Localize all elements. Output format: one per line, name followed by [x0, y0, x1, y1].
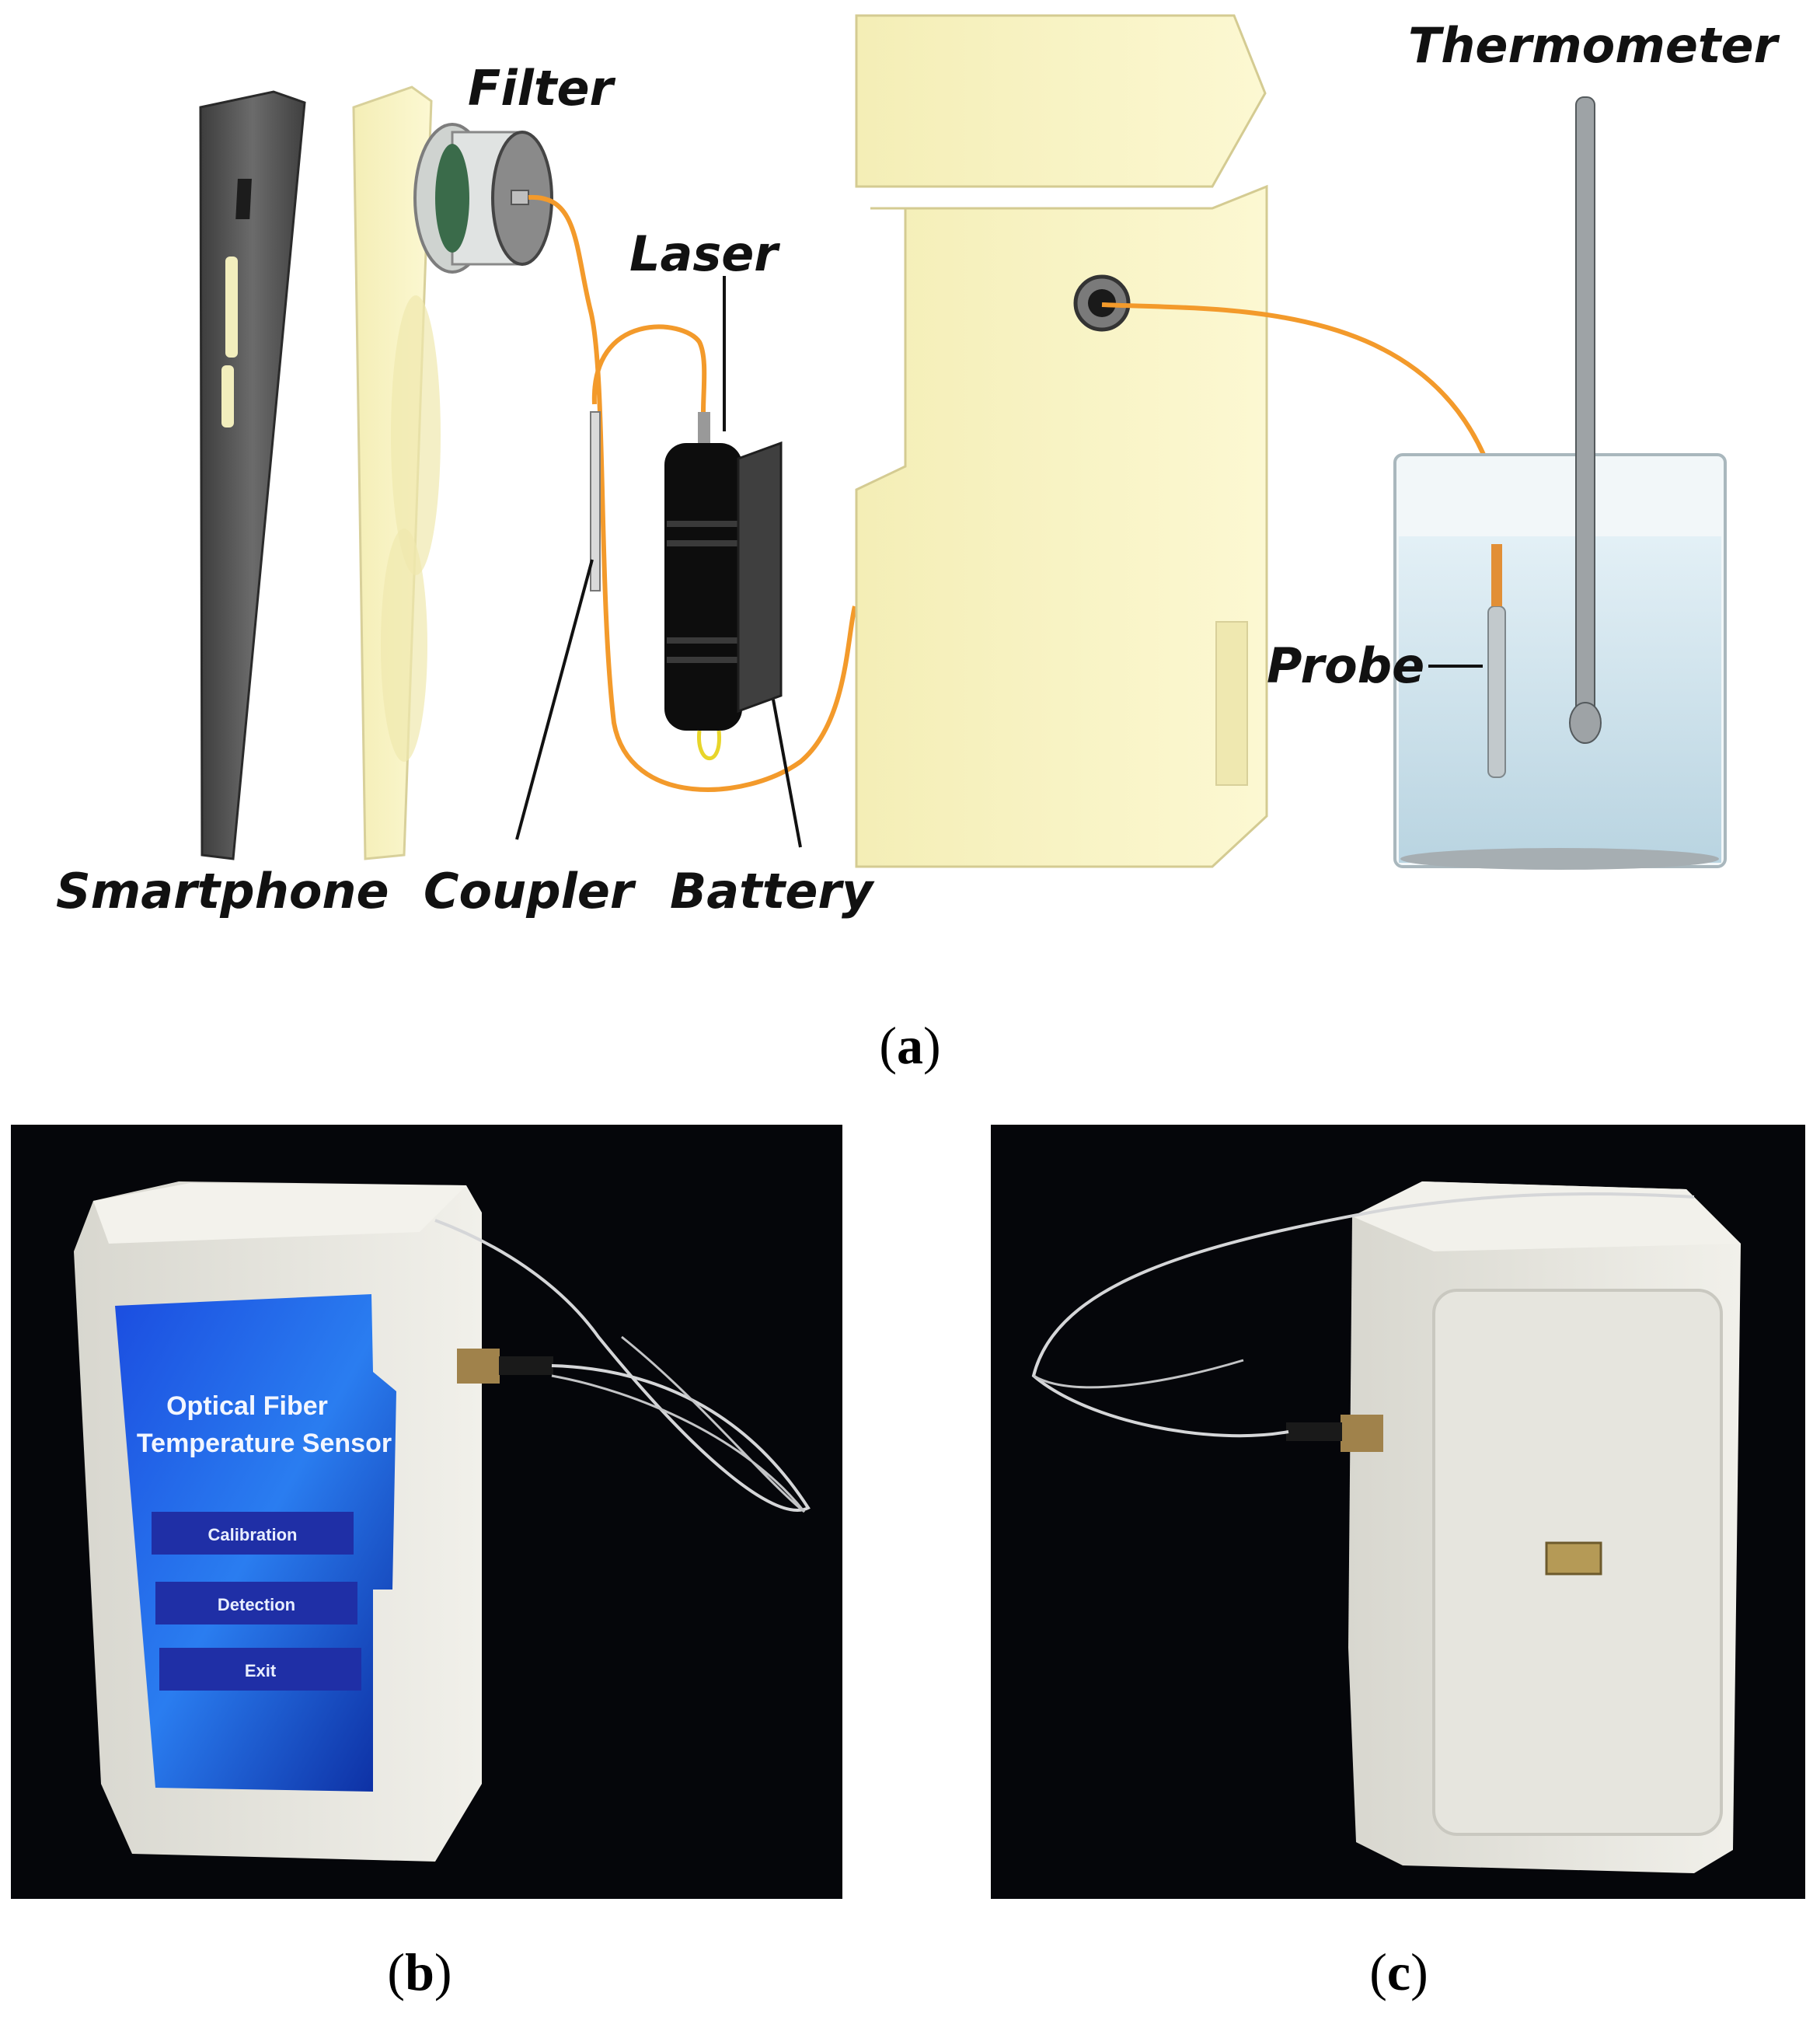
connector-c	[1286, 1415, 1383, 1452]
fiber-cable-laser	[591, 324, 707, 413]
fiber-loop-c-inner	[1033, 1359, 1244, 1389]
label-filter: Filter	[468, 60, 616, 117]
app-title-line2: Temperature Sensor	[137, 1429, 392, 1458]
label-thermometer: Thermometer	[1408, 17, 1780, 74]
detection-button[interactable]	[155, 1582, 357, 1624]
device-b-top	[93, 1183, 466, 1244]
housing-graphic	[855, 14, 1268, 868]
thermometer-graphic	[1569, 96, 1602, 744]
exit-button[interactable]	[159, 1648, 361, 1691]
probe-graphic	[1487, 605, 1506, 778]
fiber-to-probe	[1101, 302, 1510, 545]
detection-button-label: Detection	[218, 1595, 295, 1614]
caption-a: (a)	[879, 1016, 940, 1075]
caption-b: (b)	[387, 1942, 452, 2001]
device-c-window	[1545, 1541, 1602, 1576]
exit-button-label: Exit	[245, 1661, 277, 1680]
panel-b: Optical Fiber Temperature Sensor Calibra…	[11, 1125, 842, 2001]
caption-c: (c)	[1369, 1942, 1428, 2001]
calibration-button[interactable]	[152, 1512, 354, 1555]
device-c-top	[1352, 1181, 1741, 1251]
fiber-loop-c	[1031, 1192, 1695, 1438]
smartphone-graphic	[199, 90, 306, 860]
label-battery: Battery	[670, 863, 875, 920]
coupler-graphic	[590, 411, 601, 592]
beaker-graphic	[1393, 453, 1727, 870]
probe-sheath	[1491, 544, 1502, 606]
connector-b	[457, 1349, 553, 1384]
fiber-loop-b	[434, 1219, 811, 1513]
label-probe: Probe	[1267, 637, 1424, 694]
calibration-button-label: Calibration	[208, 1525, 298, 1544]
phone-mount-plate	[352, 85, 441, 860]
phone-app-ui: Optical Fiber Temperature Sensor Calibra…	[137, 1391, 392, 1691]
panel-c: (c)	[991, 1125, 1805, 2001]
panel-a: Filter Laser Thermometer Probe Smartphon…	[56, 14, 1780, 1075]
label-coupler: Coupler	[424, 863, 636, 920]
laser-graphic	[664, 412, 742, 761]
label-laser: Laser	[629, 225, 780, 282]
battery-graphic	[737, 441, 783, 714]
filter-graphic	[413, 123, 553, 274]
coupler-leader	[515, 559, 594, 840]
app-title-line1: Optical Fiber	[166, 1391, 328, 1421]
label-smartphone: Smartphone	[56, 863, 389, 920]
battery-leader	[772, 699, 802, 848]
fiber-cable	[528, 194, 857, 792]
fiber-loop-b-inner	[551, 1335, 806, 1513]
